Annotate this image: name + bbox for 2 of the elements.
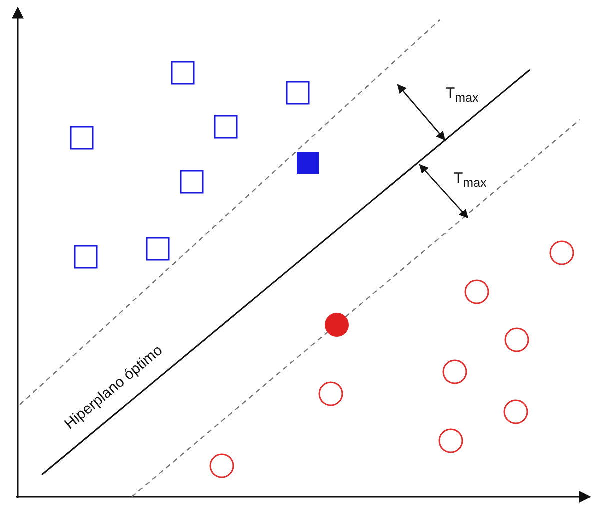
margin-label: T$_{max}$ bbox=[454, 171, 487, 190]
margin-label: T$_{max}$ bbox=[446, 86, 479, 104]
